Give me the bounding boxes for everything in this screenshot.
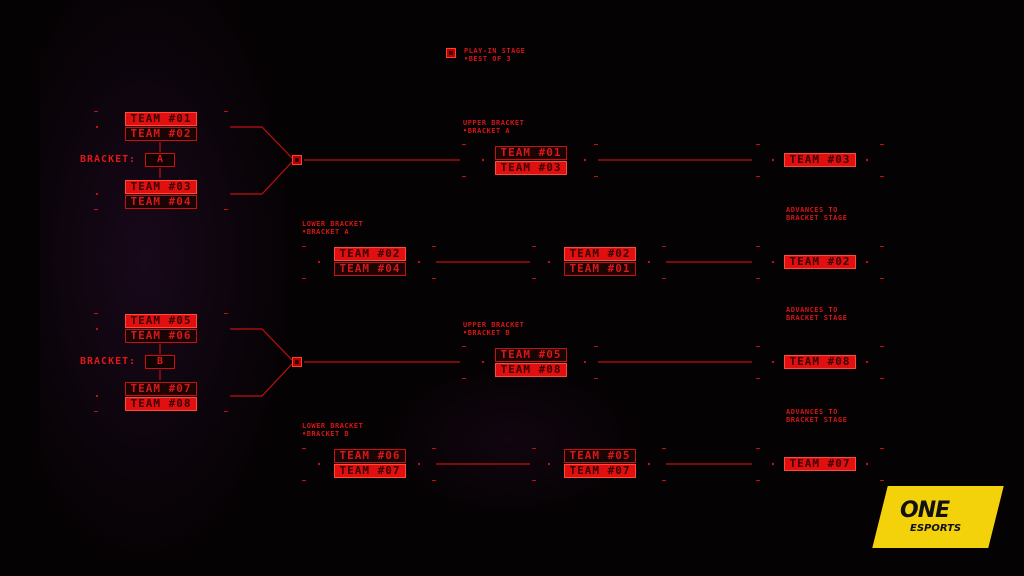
match-team-slot: TEAM #05 — [564, 449, 636, 463]
bracket-label: BRACKET: — [80, 356, 137, 367]
lower-bracket-sublabel: •BRACKET A — [302, 228, 350, 236]
advances-sublabel: BRACKET STAGE — [786, 214, 848, 222]
match-team-slot: TEAM #01 — [564, 262, 636, 276]
background-glow — [40, 0, 300, 576]
lower-bracket-label: LOWER BRACKET — [302, 220, 364, 228]
header-stage-label: PLAY-IN STAGE — [464, 47, 526, 55]
team-slot: TEAM #06 — [125, 329, 197, 343]
upper-bracket-label: UPPER BRACKET — [463, 119, 525, 127]
logo-subbrand: ESPORTS — [910, 523, 962, 534]
team-slot: TEAM #04 — [125, 195, 197, 209]
match-team-slot: TEAM #04 — [334, 262, 406, 276]
winner-slot: TEAM #08 — [784, 355, 856, 369]
bracket-letter: A — [145, 153, 175, 167]
team-slot: TEAM #02 — [125, 127, 197, 141]
advances-label: ADVANCES TO — [786, 206, 838, 214]
lower-bracket-sublabel: •BRACKET B — [302, 430, 350, 438]
lower-bracket-label: LOWER BRACKET — [302, 422, 364, 430]
upper-bracket-label: UPPER BRACKET — [463, 321, 525, 329]
team-slot: TEAM #03 — [125, 180, 197, 194]
bracket-node-icon — [292, 155, 302, 165]
team-slot: TEAM #05 — [125, 314, 197, 328]
upper-bracket-sublabel: •BRACKET B — [463, 329, 511, 337]
bracket-label: BRACKET: — [80, 154, 137, 165]
match-team-slot: TEAM #07 — [564, 464, 636, 478]
team-slot: TEAM #08 — [125, 397, 197, 411]
match-team-slot: TEAM #01 — [495, 146, 567, 160]
one-esports-logo: ONE ESPORTS — [872, 486, 1004, 548]
match-team-slot: TEAM #06 — [334, 449, 406, 463]
team-slot: TEAM #01 — [125, 112, 197, 126]
advances-label: ADVANCES TO — [786, 408, 838, 416]
winner-slot: TEAM #07 — [784, 457, 856, 471]
match-team-slot: TEAM #02 — [334, 247, 406, 261]
match-team-slot: TEAM #02 — [564, 247, 636, 261]
match-team-slot: TEAM #05 — [495, 348, 567, 362]
advances-sublabel: BRACKET STAGE — [786, 416, 848, 424]
advances-sublabel: BRACKET STAGE — [786, 314, 848, 322]
bracket-node-icon — [292, 357, 302, 367]
team-slot: TEAM #07 — [125, 382, 197, 396]
match-team-slot: TEAM #07 — [334, 464, 406, 478]
logo-brand: ONE — [900, 498, 950, 523]
winner-slot: TEAM #03 — [784, 153, 856, 167]
header-format-label: •BEST OF 3 — [464, 55, 512, 63]
bracket-letter: B — [145, 355, 175, 369]
match-team-slot: TEAM #08 — [495, 363, 567, 377]
match-team-slot: TEAM #03 — [495, 161, 567, 175]
upper-bracket-sublabel: •BRACKET A — [463, 127, 511, 135]
background-glow — [380, 360, 640, 520]
winner-slot: TEAM #02 — [784, 255, 856, 269]
play-in-stage-icon — [446, 48, 456, 58]
advances-label: ADVANCES TO — [786, 306, 838, 314]
